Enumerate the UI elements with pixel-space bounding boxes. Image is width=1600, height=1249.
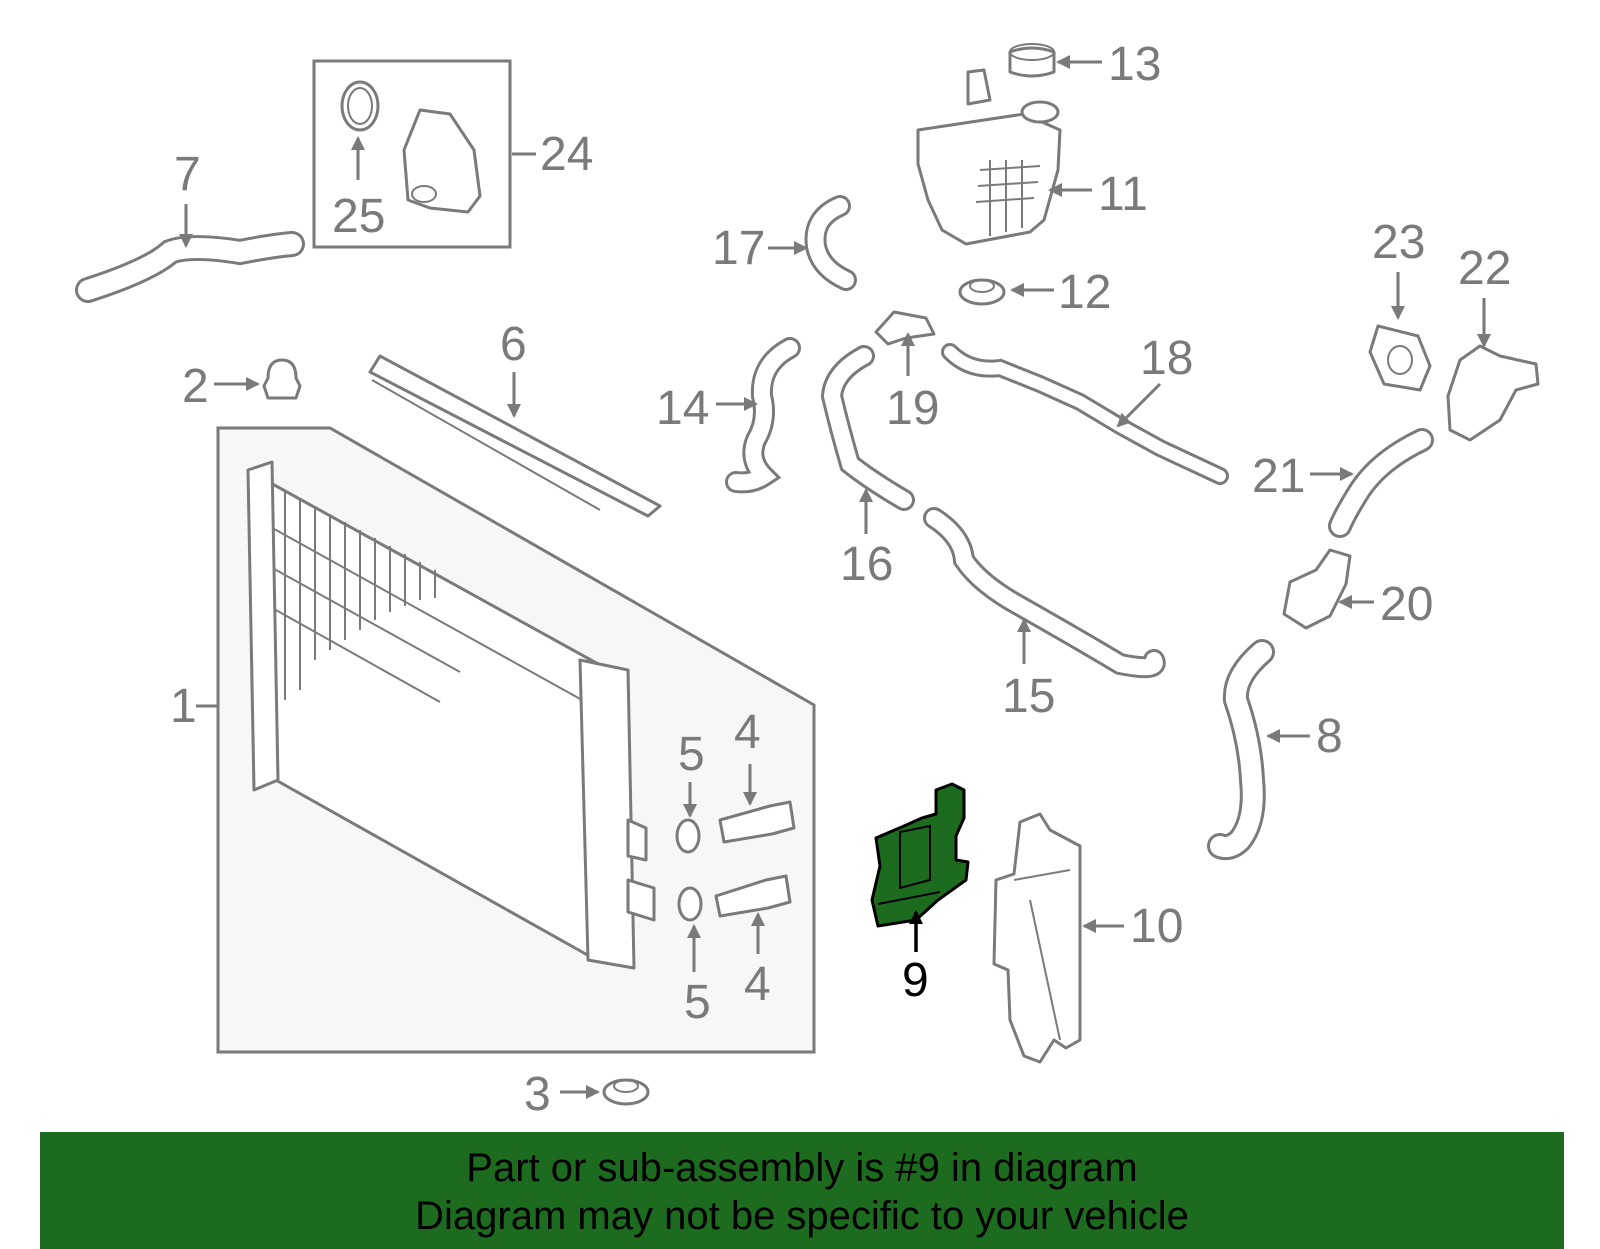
part-10-side-seal: 10 [992,812,1183,1064]
part-22-outlet: 22 [1446,242,1540,442]
label-5-lower: 5 [684,976,711,1029]
part-8-hose: 8 [1207,639,1343,861]
radiator-group: 1 [170,426,816,1054]
label-4-lower: 4 [744,958,771,1011]
label-5-upper: 5 [678,728,705,781]
part-18-hose-assembly: 18 [941,332,1229,485]
part-6-support: 6 [368,318,662,518]
part-16-hose: 16 [820,345,915,591]
label-24: 24 [540,128,593,181]
label-13: 13 [1108,38,1161,91]
part-15-hose: 15 [923,507,1166,723]
label-15: 15 [1002,670,1055,723]
label-2: 2 [182,360,209,413]
label-17: 17 [712,222,765,275]
banner-line-2: Diagram may not be specific to your vehi… [415,1194,1189,1238]
part-12-grommet: 12 [958,266,1111,319]
label-8: 8 [1316,710,1343,763]
part-20-valve: 20 [1282,548,1433,631]
part-3-grommet: 3 [524,1068,650,1121]
part-23-gasket: 23 [1368,216,1432,392]
part-13-cap: 13 [1008,38,1161,91]
part-21-hose: 21 [1252,428,1434,538]
part-24-outlet-group: 24 25 [312,59,593,249]
part-11-reservoir: 11 [916,68,1148,246]
label-14: 14 [656,382,709,435]
part-17-hose: 17 [712,195,857,291]
label-22: 22 [1458,242,1511,295]
label-21: 21 [1252,450,1305,503]
label-20: 20 [1380,578,1433,631]
part-14-hose: 14 [656,337,801,494]
label-19: 19 [886,382,939,435]
part-4-drain-plug-lower: 4 [714,874,792,1011]
label-1: 1 [170,680,197,733]
banner-line-1: Part or sub-assembly is #9 in diagram [466,1146,1138,1190]
label-6: 6 [500,318,527,371]
part-7-hose: 7 [75,148,305,303]
label-23: 23 [1372,216,1425,269]
part-5-washer-lower: 5 [677,886,711,1029]
label-9: 9 [902,954,929,1007]
label-3: 3 [524,1068,551,1121]
part-4-drain-plug-upper: 4 [718,706,796,844]
info-banner: Part or sub-assembly is #9 in diagram Di… [40,1132,1564,1249]
label-4-upper: 4 [734,706,761,759]
part-5-washer-upper: 5 [675,728,705,854]
label-18: 18 [1140,332,1193,385]
label-12: 12 [1058,266,1111,319]
label-16: 16 [840,538,893,591]
label-11: 11 [1098,168,1148,221]
part-19-tee: 19 [874,310,939,435]
part-2-clip: 2 [182,358,302,413]
part-9-seal-highlighted: 9 [870,782,970,1007]
label-10: 10 [1130,900,1183,953]
label-7: 7 [174,148,201,201]
label-25: 25 [332,190,385,243]
